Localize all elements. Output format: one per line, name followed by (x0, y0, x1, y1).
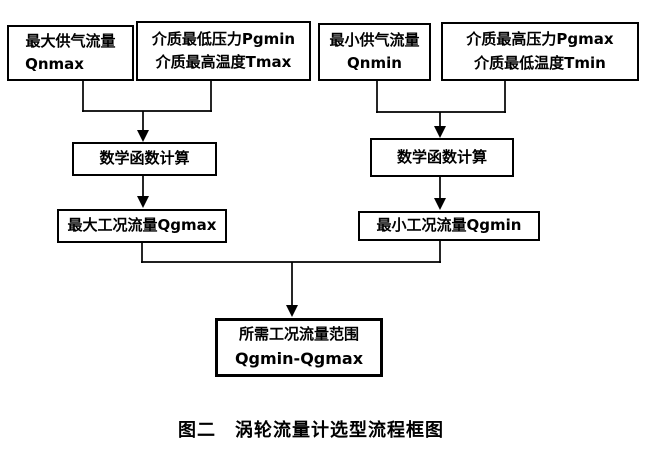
node-min-supply-flow: 最小供气流量 Qnmin (318, 23, 431, 81)
node-math-calc-left: 数学函数计算 (72, 142, 217, 176)
node-math-calc-right: 数学函数计算 (370, 138, 514, 177)
node-label: 所需工况流量范围 (238, 325, 359, 344)
node-label: Qnmax (25, 55, 84, 73)
node-label: 最小工况流量Qgmin (376, 216, 522, 235)
node-label: 介质最低压力Pgmin (151, 29, 296, 48)
arrow-down-icon (434, 198, 446, 210)
node-label: Qnmin (347, 54, 402, 72)
node-label: 介质最高温度Tmax (155, 53, 292, 71)
node-label: 最大工况流量Qgmax (67, 216, 217, 235)
node-min-pressure-max-temp: 介质最低压力Pgmin 介质最高温度Tmax (136, 21, 311, 81)
node-max-working-flow: 最大工况流量Qgmax (57, 209, 227, 243)
node-label: 介质最高压力Pgmax (466, 30, 614, 49)
node-required-flow-range: 所需工况流量范围 Qgmin-Qgmax (215, 318, 383, 377)
arrow-down-icon (137, 196, 149, 208)
arrow-down-icon (137, 130, 149, 142)
node-label: 最小供气流量 (329, 30, 420, 49)
node-max-supply-flow: 最大供气流量 Qnmax (7, 25, 134, 81)
figure-caption: 图二 涡轮流量计选型流程框图 (178, 420, 444, 441)
node-label: 最大供气流量 (25, 31, 116, 50)
node-label: Qgmin-Qgmax (234, 348, 364, 368)
node-min-working-flow: 最小工况流量Qgmin (358, 211, 540, 241)
arrow-down-icon (286, 305, 298, 317)
node-label: 介质最低温度Tmin (474, 53, 606, 72)
arrow-down-icon (434, 126, 446, 138)
node-max-pressure-min-temp: 介质最高压力Pgmax 介质最低温度Tmin (441, 22, 639, 81)
node-label: 数学函数计算 (396, 147, 487, 166)
node-label: 数学函数计算 (99, 149, 190, 168)
